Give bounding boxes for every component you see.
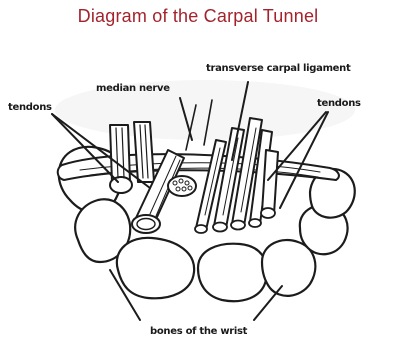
label-bones-of-wrist: bones of the wrist [150, 326, 248, 337]
median-nerve-shape [168, 176, 196, 196]
label-tendons-right: tendons [317, 98, 361, 109]
tendon-end-1 [110, 177, 132, 193]
label-median-nerve: median nerve [96, 83, 170, 94]
bone-bottom-middle [198, 244, 267, 301]
bone-bottom-left [117, 238, 194, 298]
label-transverse-carpal-ligament: transverse carpal ligament [206, 63, 351, 74]
label-tendons-left: tendons [8, 102, 52, 113]
